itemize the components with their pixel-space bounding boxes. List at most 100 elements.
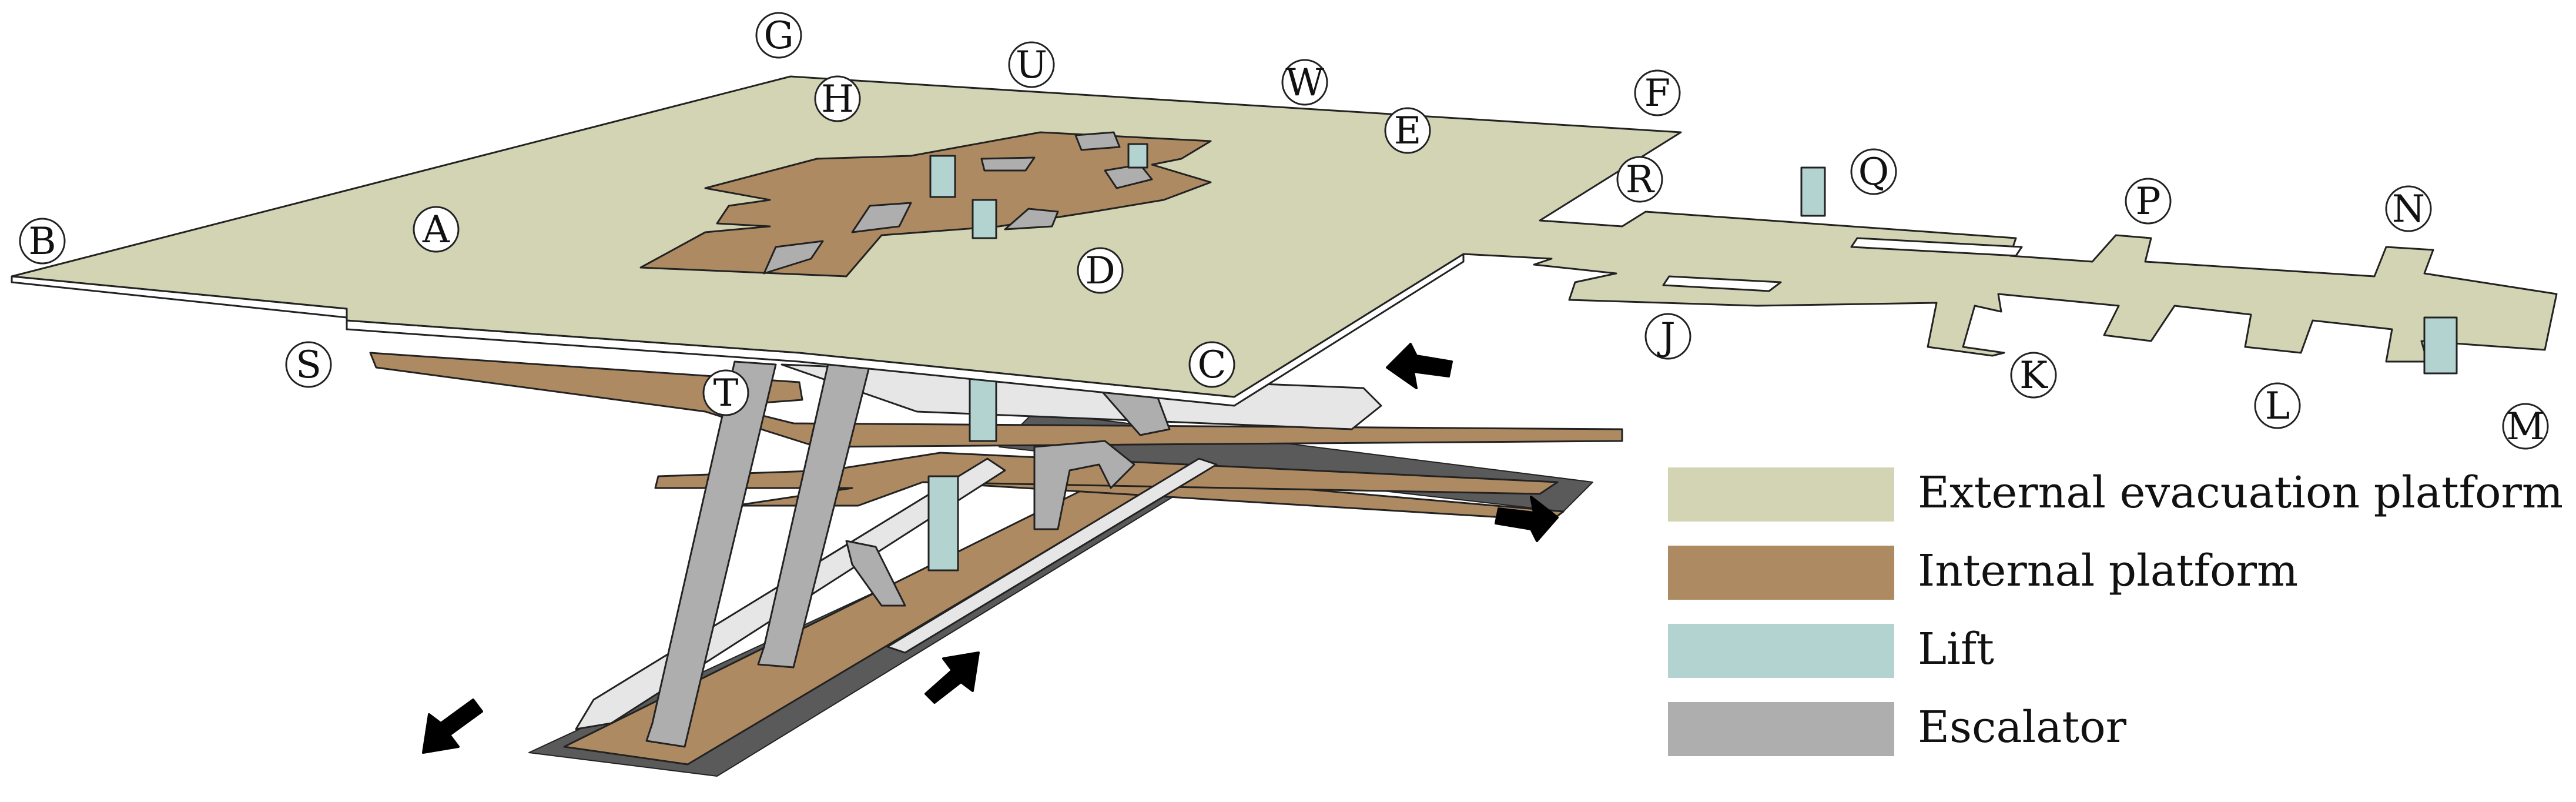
point-label-circle [1008,41,1055,88]
point-label-circle [1644,313,1691,360]
legend-label: Internal platform [1918,546,2298,596]
legend-swatch [1668,702,1894,756]
point-label-circle [702,369,749,416]
direction-arrows [422,343,1559,754]
point-label-text: B [28,220,56,263]
point-label-h: H [814,75,861,122]
point-label-circle [814,75,861,122]
point-label-text: S [296,343,321,387]
point-label-text: K [2019,354,2048,397]
point-label-g: G [755,12,802,59]
arrow-up-right-icon [924,651,980,704]
atrium-escalator-2 [851,202,912,233]
point-label-m: M [2502,403,2549,450]
point-label-circle [2254,382,2301,429]
point-label-b: B [19,218,66,265]
point-label-circle [285,341,332,388]
lift-lower-tall [927,475,959,572]
roof-right-slot-1 [1850,237,2023,257]
atrium-escalator-4 [980,156,1036,172]
roof-top [11,75,2558,398]
point-label-circle [1077,247,1124,294]
lift-wing-M [2423,316,2458,375]
point-label-text: Q [1858,151,1889,194]
point-label-e: E [1384,107,1431,154]
point-label-text: L [2265,385,2290,428]
legend-swatch [1668,467,1894,522]
point-label-n: N [2385,185,2432,232]
point-label-circle [2502,403,2549,450]
point-label-text: W [1285,61,1324,105]
point-label-circle [1634,69,1681,116]
point-label-f: F [1634,69,1681,116]
point-label-text: J [1657,315,1676,359]
legend-label: External evacuation platform [1918,467,2563,518]
legend-item: Escalator [1668,702,2127,756]
point-label-text: N [2392,188,2425,231]
lower-level [369,352,1623,777]
point-label-circle [1616,156,1663,203]
point-label-circle [1384,107,1431,154]
lift-roof-2 [972,199,997,239]
point-label-q: Q [1850,148,1897,195]
lift-roof-1 [929,155,956,198]
point-label-t: T [702,369,749,416]
legend-swatch [1668,546,1894,600]
point-label-a: A [413,206,460,253]
point-label-d: D [1077,247,1124,294]
legend-swatch [1668,624,1894,678]
point-label-l: L [2254,382,2301,429]
point-label-text: M [2506,405,2545,449]
point-label-circle [755,12,802,59]
escalator-left [645,360,777,748]
arrow-left-icon [1386,343,1453,389]
upper-internal-strip [369,352,1623,448]
legend-label: Lift [1918,624,1994,674]
point-label-r: R [1616,156,1663,203]
point-label-text: P [2135,180,2160,223]
point-label-circle [2385,185,2432,232]
point-label-p: P [2125,178,2172,225]
point-label-text: F [1644,72,1670,115]
legend-label: Escalator [1918,702,2127,753]
legend-item: External evacuation platform [1668,467,2563,522]
atrium-escalator-1 [763,240,824,275]
roof-right-slot-2 [1662,275,1782,292]
escalator-center [845,540,906,607]
arrow-right-icon [1495,496,1559,542]
point-label-text: E [1394,109,1422,153]
point-label-k: K [2010,352,2057,399]
point-label-text: D [1085,249,1115,293]
point-label-circle [1850,148,1897,195]
lift-lower-mid [969,375,997,442]
escalator-right [1033,440,1135,530]
point-label-text: G [763,14,793,58]
point-label-text: C [1198,343,1227,387]
point-label-text: A [422,208,450,252]
atrium-escalator-3 [1004,208,1059,230]
point-label-circle [19,218,66,265]
point-label-c: C [1188,341,1235,388]
point-label-j: J [1644,313,1691,360]
point-label-circle [413,206,460,253]
point-label-s: S [285,341,332,388]
point-label-text: R [1626,158,1655,202]
point-label-circle [2010,352,2057,399]
lift-roof-3 [1127,143,1148,169]
lift-wing-Q [1800,166,1826,217]
point-label-circle [2125,178,2172,225]
point-label-text: H [821,78,854,121]
point-label-circle [1281,59,1328,106]
legend-item: Internal platform [1668,546,2298,600]
point-label-text: T [713,372,739,415]
atrium-escalator-5 [1074,131,1121,151]
legend-item: Lift [1668,624,1994,678]
point-label-w: W [1281,59,1328,106]
arrow-down-left-icon [422,699,483,754]
external-platform [11,75,2558,407]
light-escalator-front [886,457,1218,654]
point-label-circle [1188,341,1235,388]
